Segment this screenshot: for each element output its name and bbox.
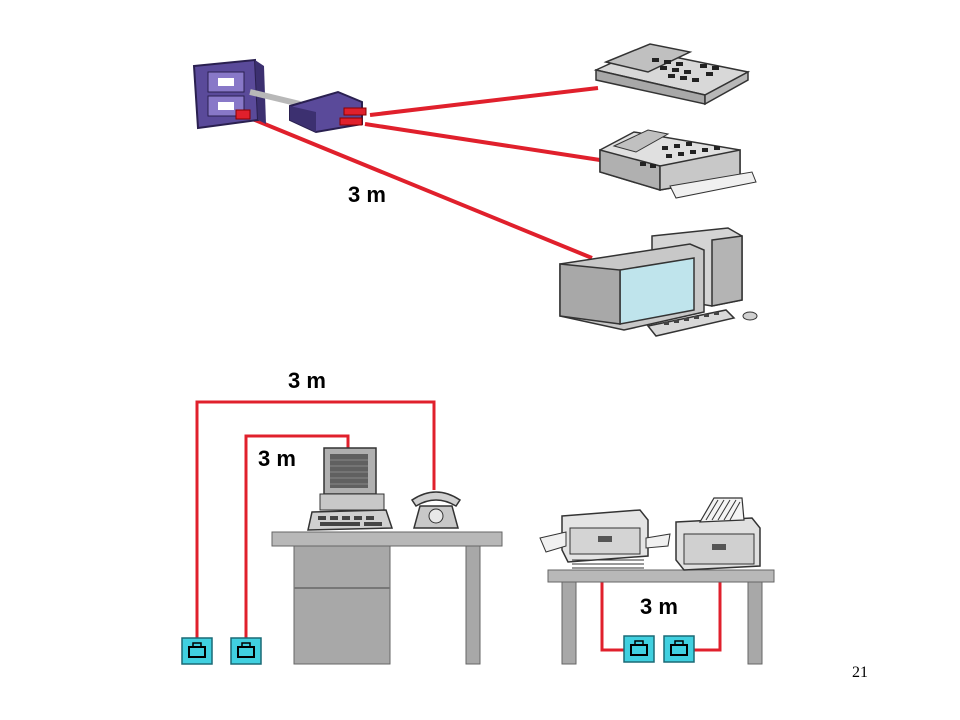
desktop-computer-icon	[559, 227, 758, 337]
telephone-icon	[593, 43, 751, 106]
printer-icon	[539, 509, 671, 569]
inner-cable-length-label: 3 m	[258, 446, 296, 471]
workstation-icon	[307, 447, 394, 531]
socket-plug	[235, 109, 251, 120]
office-desk	[271, 531, 503, 665]
printer-table	[547, 569, 775, 665]
cable-to-telephone	[369, 86, 599, 117]
splitter-icon	[289, 90, 367, 134]
printer-cable	[600, 580, 632, 652]
network-outlet-icon	[181, 637, 213, 665]
printer-cable-length-label: 3 m	[640, 594, 678, 619]
page-number: 21	[852, 664, 868, 681]
inner-cable	[244, 434, 350, 638]
fax-machine-icon	[599, 129, 757, 199]
cable-to-fax	[364, 122, 601, 162]
network-outlet-icon	[663, 635, 695, 663]
network-outlet-icon	[230, 637, 262, 665]
cable-to-computer	[249, 116, 593, 260]
outer-cable-length-label: 3 m	[288, 368, 326, 393]
top-cables	[249, 86, 601, 260]
network-outlet-icon	[623, 635, 655, 663]
outer-cable	[195, 400, 436, 638]
printer-cable-2	[690, 580, 722, 652]
bottom-cables	[195, 400, 722, 652]
desk-telephone-icon	[410, 491, 462, 529]
laser-printer-icon	[675, 497, 761, 571]
socket-to-splitter-cable	[249, 89, 301, 107]
top-cable-length-label: 3 m	[348, 182, 386, 207]
